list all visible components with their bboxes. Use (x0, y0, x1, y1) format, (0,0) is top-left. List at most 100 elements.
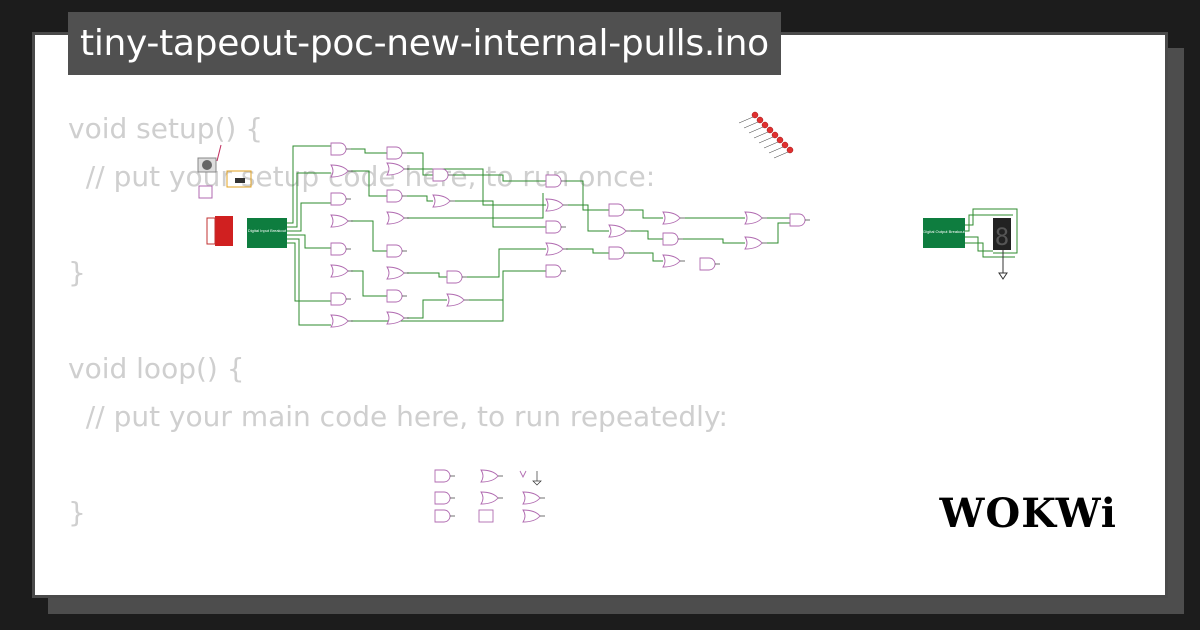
or-gate (446, 293, 465, 307)
wire (287, 234, 331, 249)
wire (469, 270, 546, 301)
or-gate (522, 509, 541, 523)
and-gate (545, 264, 562, 278)
input-breakout: Digital Input Breakout (247, 218, 287, 248)
led (761, 121, 769, 129)
led (781, 141, 789, 149)
pushbutton[interactable] (197, 144, 222, 199)
led-bar-graph (738, 111, 794, 159)
project-preview-card: void setup() { // put your setup code he… (32, 32, 1168, 598)
logic-gates (330, 142, 810, 523)
code-background: void setup() { // put your setup code he… (68, 105, 728, 537)
project-title: tiny-tapeout-poc-new-internal-pulls.ino (68, 12, 781, 75)
or-gate (386, 266, 405, 280)
flip-flop (478, 509, 494, 523)
or-gate (522, 491, 541, 505)
or-gate (480, 469, 499, 483)
wire (629, 252, 663, 262)
wire (631, 230, 663, 240)
wire (965, 214, 1013, 232)
wire (351, 283, 504, 322)
code-line: void setup() { (68, 112, 264, 145)
or-gate (480, 491, 499, 505)
code-line: // put your main code here, to run repea… (68, 400, 728, 433)
dip-switch[interactable] (206, 216, 233, 246)
wire (965, 242, 1015, 258)
code-line: void loop() { (68, 352, 245, 385)
or-gate (545, 198, 564, 212)
wire (566, 248, 609, 254)
and-gate (330, 242, 347, 256)
and-gate (545, 174, 562, 188)
or-gate (432, 194, 451, 208)
led (771, 131, 779, 139)
wire (568, 204, 609, 232)
slide-switch[interactable] (226, 170, 252, 188)
wire (287, 202, 331, 232)
wire (407, 195, 433, 202)
and-gate (386, 289, 403, 303)
and-gate (446, 270, 463, 284)
or-gate (545, 242, 564, 256)
parts-palette (478, 470, 542, 523)
or-gate (330, 264, 349, 278)
wire (467, 248, 546, 278)
or-gate (662, 254, 681, 268)
and-gate (386, 244, 403, 258)
wire (351, 270, 387, 297)
output-breakout: Digital Output Breakout (923, 218, 966, 248)
and-gate (432, 168, 449, 182)
wire (453, 174, 546, 182)
input-breakout-label: Digital Input Breakout (248, 228, 287, 233)
wire (965, 208, 1018, 254)
or-gate (744, 211, 763, 225)
and-gate (330, 292, 347, 306)
or-gate (662, 211, 681, 225)
or-gate (386, 311, 405, 325)
wire (351, 148, 387, 154)
seven-segment-digit: 8 (995, 223, 1009, 251)
and-gate (662, 232, 679, 246)
wire (351, 220, 387, 252)
wire (455, 200, 546, 228)
wokwi-logo: WOKWi (939, 490, 1117, 537)
vcc-symbol (519, 470, 527, 479)
output-breakout-label: Digital Output Breakout (923, 229, 965, 234)
wire (351, 170, 387, 197)
led (751, 111, 759, 119)
led (776, 136, 784, 144)
or-gate (330, 214, 349, 228)
led (786, 146, 794, 154)
wire (566, 180, 609, 211)
wire (407, 299, 447, 319)
and-gate (386, 146, 403, 160)
and-gate (545, 220, 562, 234)
circuit-diagram[interactable]: Digital Input Breakout Digital Output Br… (35, 35, 1165, 595)
and-gate (434, 509, 451, 523)
wire (767, 222, 790, 244)
wire (287, 242, 331, 302)
ground-symbol (532, 480, 542, 486)
wire (287, 172, 331, 228)
wire (965, 236, 993, 252)
and-gate (434, 469, 451, 483)
or-gate (330, 164, 349, 178)
wire (407, 152, 433, 176)
wire (407, 193, 544, 219)
wires (287, 145, 1018, 326)
or-gate (608, 224, 627, 238)
or-gate (744, 236, 763, 250)
led (756, 116, 764, 124)
and-gate (330, 192, 347, 206)
and-gate (608, 203, 625, 217)
code-line: } (68, 256, 86, 289)
wire (629, 209, 663, 219)
wire (407, 168, 546, 206)
and-gate (330, 142, 347, 156)
seven-segment-display: 8 (993, 218, 1011, 280)
and-gate (789, 213, 806, 227)
wire (287, 145, 331, 224)
and-gate (434, 491, 451, 505)
led (766, 126, 774, 134)
wire (683, 238, 745, 244)
